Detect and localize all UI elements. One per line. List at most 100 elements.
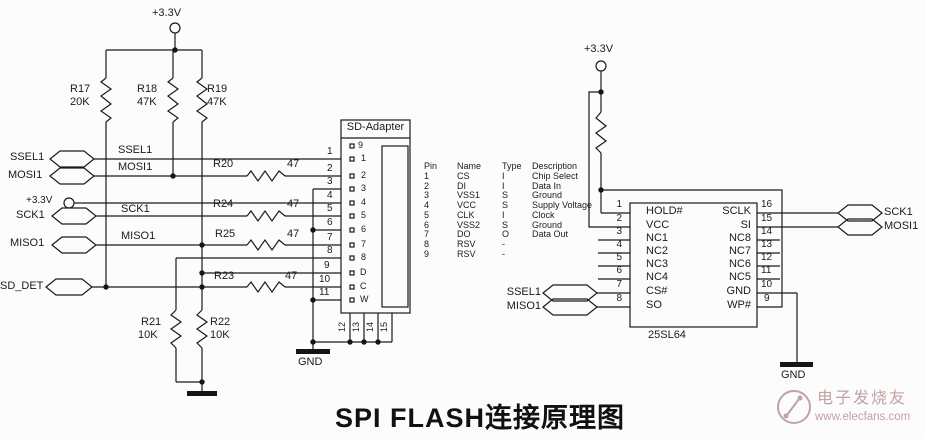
flash-pin-name: WP# — [727, 299, 751, 311]
net-sck1: SCK1 — [121, 203, 150, 215]
r22-ref: R22 — [210, 316, 231, 328]
sd-outer-pin: 9 — [324, 260, 330, 271]
resistor-r23[interactable] — [246, 280, 286, 294]
port-sck1[interactable] — [51, 207, 97, 225]
pin-table-header: Pin Name Type Description — [424, 162, 652, 171]
sd-bottom-pin: 15 — [379, 322, 389, 333]
net-miso1: MISO1 — [121, 230, 156, 242]
flash-pin-num: 9 — [764, 293, 770, 304]
r24-ref: R24 — [213, 198, 234, 210]
resistor-r19[interactable] — [195, 77, 209, 123]
flash-pin-name: HOLD# — [646, 205, 683, 217]
sd-bottom-pin: 12 — [337, 322, 347, 333]
flash-pin-num: 16 — [761, 199, 773, 210]
pin-table-col-pin: Pin — [424, 161, 438, 171]
sd-outer-pin: 2 — [327, 163, 333, 174]
resistor-r20[interactable] — [246, 169, 286, 183]
port-miso1[interactable] — [51, 236, 97, 254]
r20-ref: R20 — [213, 158, 234, 170]
sd-outer-pin: 10 — [319, 274, 331, 285]
port-sd-det[interactable] — [45, 278, 93, 296]
flash-pin-num: 10 — [761, 279, 773, 290]
ground-symbols — [187, 349, 813, 396]
resistor-r25[interactable] — [246, 238, 286, 252]
port-ssel1[interactable] — [49, 150, 95, 168]
flash-pin-name: SI — [740, 219, 751, 231]
sd-inner-pin: 6 — [361, 224, 367, 234]
flash-pin-num: 2 — [616, 213, 622, 224]
sd-inner-pin: C — [360, 281, 367, 291]
sd-outer-pin: 3 — [327, 176, 333, 187]
r17-value: 20K — [70, 96, 90, 108]
sd-outer-pin: 6 — [327, 217, 333, 228]
flash-pin-num: 7 — [616, 279, 622, 290]
flash-pin-name: NC4 — [646, 271, 669, 283]
port-chip-ssel1[interactable] — [542, 284, 598, 302]
sd-outer-pin: 5 — [327, 203, 333, 214]
port-chip-miso1-label: MISO1 — [506, 300, 541, 312]
sd-inner-pin: 2 — [361, 170, 367, 180]
sd-bottom-pin: 13 — [351, 322, 361, 333]
port-miso1-label: MISO1 — [10, 237, 45, 249]
r25-ref: R25 — [215, 228, 236, 240]
r19-value: 47K — [207, 96, 227, 108]
gnd-right-label: GND — [781, 369, 806, 381]
flash-pin-name: SCLK — [722, 205, 751, 217]
watermark-logo — [777, 390, 811, 424]
port-right-mosi1[interactable] — [837, 218, 883, 236]
flash-pin-name: NC5 — [728, 271, 751, 283]
sd-outer-pin: 7 — [327, 232, 333, 243]
pin-table-col-name: Name — [457, 161, 482, 171]
r24-value: 47 — [287, 198, 300, 210]
sd-inner-pin: 3 — [361, 183, 367, 193]
resistor-pullup-right[interactable] — [594, 111, 608, 154]
flash-pin-name: SO — [646, 299, 662, 311]
sd-inner-pin: W — [360, 294, 369, 304]
sd-outer-pin: 4 — [327, 190, 333, 201]
gnd-mid-label: GND — [298, 356, 323, 368]
r20-value: 47 — [287, 158, 300, 170]
flash-pin-name: NC3 — [646, 258, 669, 270]
resistor-r22[interactable] — [195, 309, 209, 349]
r17-ref: R17 — [70, 83, 91, 95]
sd-inner-pin: 8 — [361, 252, 367, 262]
port-mosi1[interactable] — [49, 167, 95, 185]
pin-table-col-desc: Description — [532, 161, 578, 171]
flash-pin-name: NC8 — [728, 232, 751, 244]
r18-value: 47K — [137, 96, 157, 108]
resistor-r21[interactable] — [169, 309, 183, 349]
port-chip-miso1[interactable] — [542, 298, 598, 316]
sd-adapter-symbol[interactable] — [340, 119, 411, 314]
sd-bottom-pin: 14 — [365, 322, 375, 333]
r21-ref: R21 — [141, 316, 162, 328]
port-right-sck1[interactable] — [837, 204, 883, 222]
resistor-r24[interactable] — [246, 209, 286, 223]
sd-outer-pin: 11 — [319, 287, 330, 298]
flash-pin-num: 14 — [761, 226, 773, 237]
diagram-title: SPI FLASH连接原理图 — [334, 403, 625, 433]
port-ssel1-label: SSEL1 — [10, 151, 45, 163]
flash-pin-num: 5 — [616, 252, 622, 263]
wires — [74, 33, 838, 391]
sd-adapter-title: SD-Adapter — [346, 121, 405, 133]
sd-adapter-pads — [349, 143, 355, 303]
sd-outer-pin: 1 — [327, 146, 333, 157]
port-sd-det-label: SD_DET — [0, 280, 44, 292]
flash-pin-num: 3 — [616, 226, 622, 237]
resistor-r17[interactable] — [99, 77, 113, 123]
v33-left-label: +3.3V — [26, 195, 53, 206]
resistor-r18[interactable] — [166, 77, 180, 123]
sd-inner-pin: D — [360, 267, 367, 277]
flash-pin-num: 8 — [616, 293, 622, 304]
flash-pin-num: 11 — [761, 265, 772, 276]
flash-chip-symbol[interactable] — [629, 202, 758, 328]
flash-pin-name: NC7 — [728, 245, 751, 257]
flash-pin-num: 13 — [761, 239, 773, 250]
